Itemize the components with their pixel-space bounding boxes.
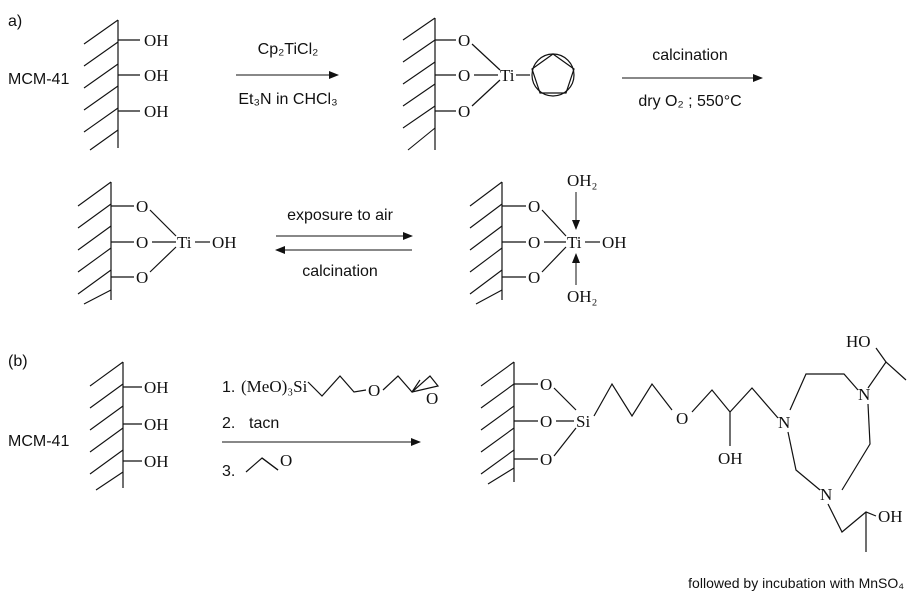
panel-a-label: a) <box>8 13 22 30</box>
hydroxypropyl-arm-bottom <box>827 503 877 533</box>
propyl-linker <box>593 382 673 418</box>
tetrahedral-ti-site: O O O Ti OH <box>77 181 237 305</box>
mcm41-silanol-surface-b: OH OH OH <box>89 361 169 491</box>
product-n-bottom: N <box>820 485 832 504</box>
tetra-o-3: O <box>136 268 148 287</box>
octa-o-3: O <box>528 268 540 287</box>
product-ho-top: HO <box>846 332 871 351</box>
tacn-reagent: tacn <box>249 415 279 432</box>
silane-propyl-chain <box>307 375 367 397</box>
octa-water-bottom: OH₂ <box>567 287 597 306</box>
silane-epoxide-o: O <box>426 389 438 408</box>
tetra-o-2: O <box>136 233 148 252</box>
octa-water-top: OH₂ <box>567 171 597 190</box>
product-oh-right: OH <box>878 507 903 526</box>
step-number-3: 3. <box>222 463 235 480</box>
propylene-oxide-o: O <box>280 451 292 470</box>
immobilized-tacn-ligand: O O O Si O OH N N N HO OH <box>480 332 907 552</box>
product-o-2: O <box>540 412 552 431</box>
surface-b-oh-1: OH <box>144 378 169 397</box>
step2-condition-bottom: dry O₂ ; 550°C <box>638 93 741 110</box>
octa-ti: Ti <box>567 233 582 252</box>
grafted-ti: Ti <box>500 66 515 85</box>
octa-o-2: O <box>528 233 540 252</box>
grafted-o-1: O <box>458 31 470 50</box>
product-o-3: O <box>540 450 552 469</box>
surface-oh-3: OH <box>144 102 169 121</box>
grafted-o-2: O <box>458 66 470 85</box>
support-label-b: MCM-41 <box>8 433 69 450</box>
tacn-ring <box>789 373 859 411</box>
silane-reagent: (MeO)₃Si <box>241 377 308 396</box>
grafted-o-3: O <box>458 102 470 121</box>
equilibrium-forward-label: exposure to air <box>287 207 394 224</box>
step1-reagent-bottom: Et₃N in CHCl₃ <box>238 91 337 108</box>
support-label-a: MCM-41 <box>8 71 69 88</box>
glycidyl-epoxide <box>411 375 440 393</box>
mcm41-silanol-surface-a: OH OH OH <box>83 19 169 151</box>
step1-reagent-top: Cp₂TiCl₂ <box>258 41 319 58</box>
incubation-footnote: followed by incubation with MnSO₄ <box>688 575 904 591</box>
grafted-titanocene: O O O Ti <box>402 17 575 151</box>
step-number-2: 2. <box>222 415 235 432</box>
hydroxypropyl-arm-top <box>867 361 907 389</box>
step-number-1: 1. <box>222 379 235 396</box>
product-o-1: O <box>540 375 552 394</box>
step2-condition-top: calcination <box>652 47 728 64</box>
octa-oh: OH <box>602 233 627 252</box>
product-si: Si <box>576 412 590 431</box>
product-ether-o: O <box>676 409 688 428</box>
octa-o-1: O <box>528 197 540 216</box>
propylene-oxide <box>245 457 279 473</box>
tetra-o-1: O <box>136 197 148 216</box>
equilibrium-reverse-label: calcination <box>302 263 378 280</box>
product-n-right: N <box>858 385 870 404</box>
product-n-left: N <box>778 413 790 432</box>
surface-b-oh-2: OH <box>144 415 169 434</box>
octahedral-ti-site: O O O Ti OH OH₂ OH₂ <box>469 171 627 306</box>
surface-oh-2: OH <box>144 66 169 85</box>
product-oh-low: OH <box>718 449 743 468</box>
silane-ether-o: O <box>368 381 380 400</box>
tetra-ti: Ti <box>177 233 192 252</box>
surface-b-oh-3: OH <box>144 452 169 471</box>
panel-b-label: (b) <box>8 353 28 370</box>
surface-oh-1: OH <box>144 31 169 50</box>
tetra-oh: OH <box>212 233 237 252</box>
cyclopentadienyl-ring <box>531 53 575 94</box>
